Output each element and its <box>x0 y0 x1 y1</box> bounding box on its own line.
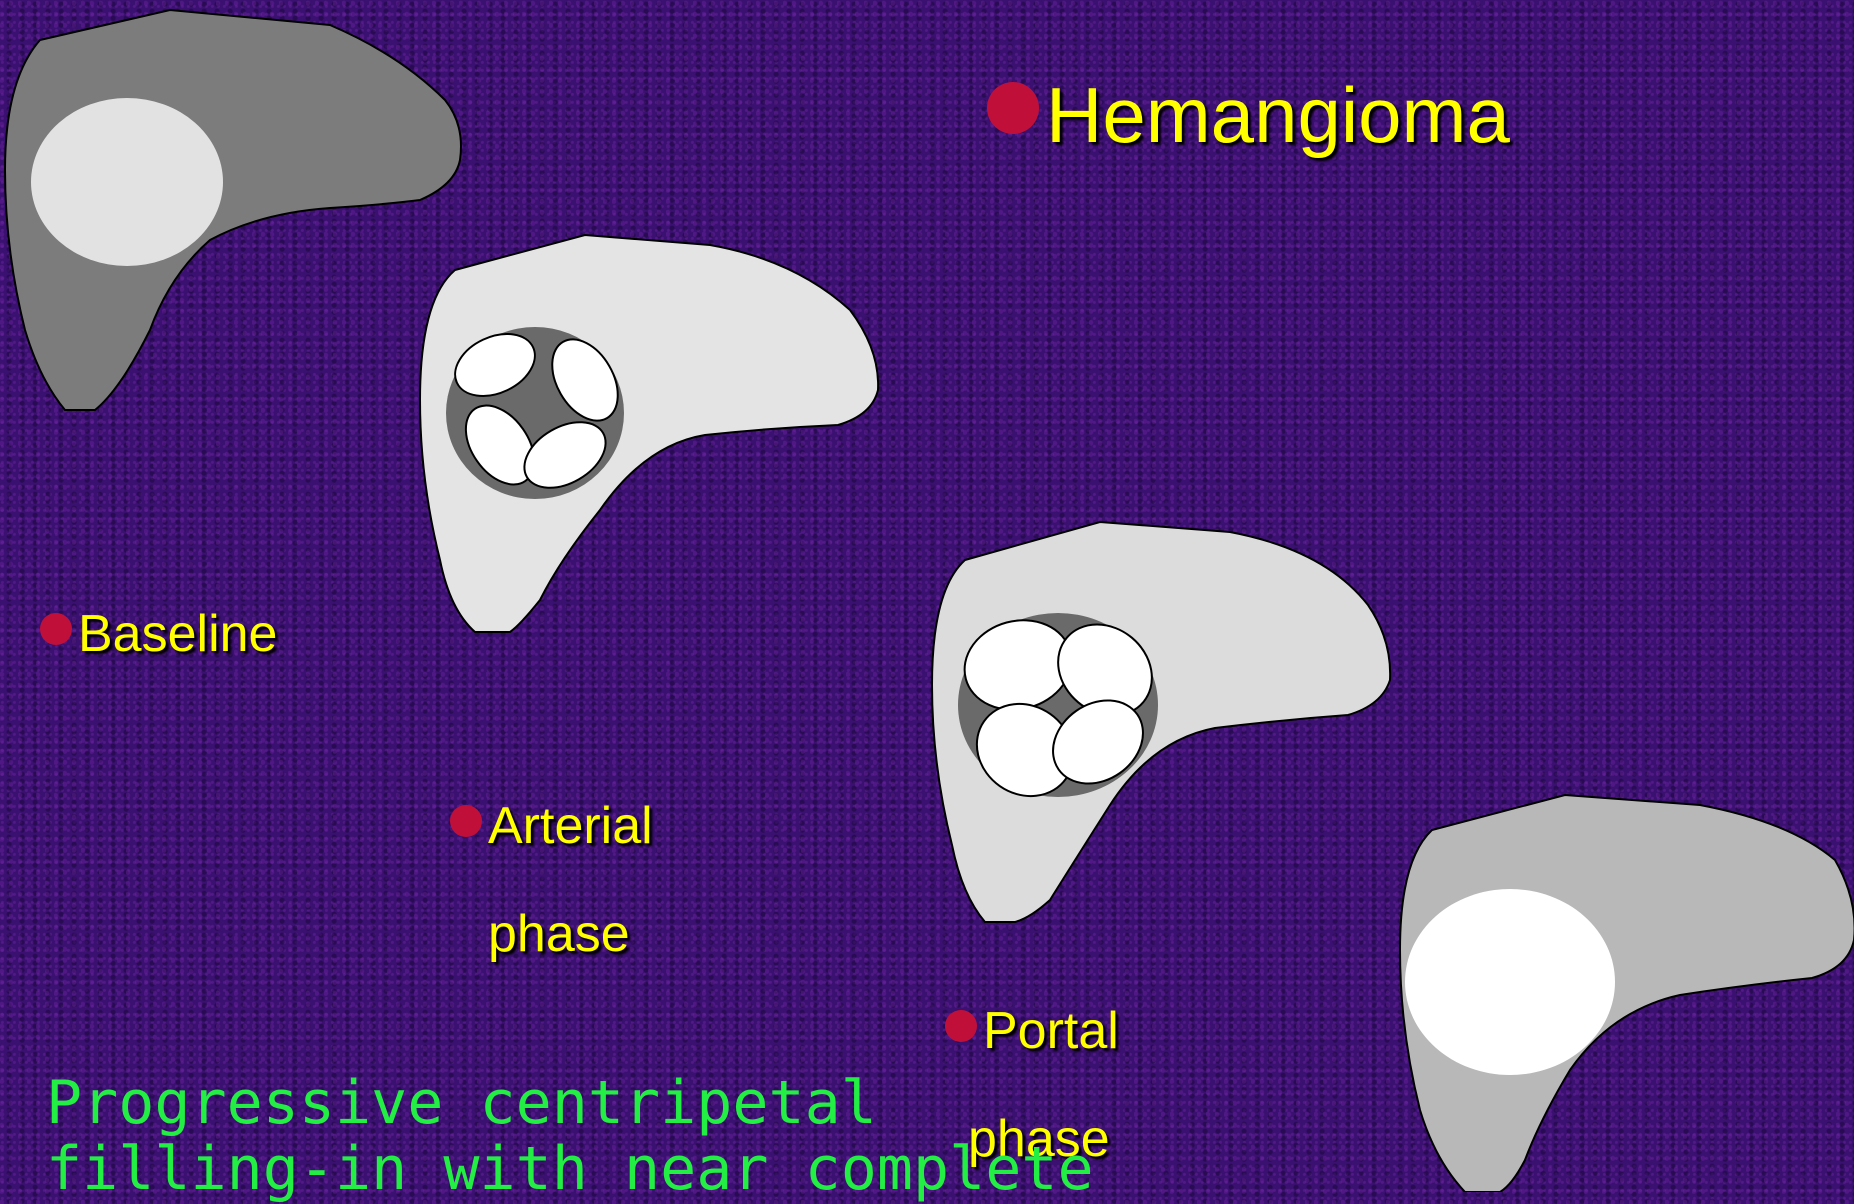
title-bullet <box>987 82 1039 134</box>
portal-bullet <box>945 1010 977 1042</box>
note-line-1: Progressive centripetal <box>46 1070 1094 1136</box>
arterial-label: Arterial phase <box>488 772 653 988</box>
lesion-delayed <box>1405 889 1615 1075</box>
slide-title: Hemangioma <box>1046 70 1510 161</box>
description-note: Progressive centripetal filling-in with … <box>46 1070 1094 1202</box>
lesion-baseline <box>31 98 223 266</box>
baseline-bullet <box>40 613 72 645</box>
liver-baseline <box>5 10 461 410</box>
note-line-2: filling-in with near complete <box>46 1136 1094 1202</box>
baseline-label-line-1: Baseline <box>78 580 277 688</box>
arterial-label-line-1: Arterial <box>488 772 653 880</box>
arterial-bullet <box>450 805 482 837</box>
arterial-label-line-2: phase <box>488 880 653 988</box>
baseline-label: Baseline <box>78 580 277 688</box>
liver-portal <box>932 522 1390 922</box>
portal-label-line-1: Portal <box>983 977 1119 1085</box>
liver-arterial <box>420 235 878 632</box>
liver-delayed <box>1400 795 1854 1192</box>
